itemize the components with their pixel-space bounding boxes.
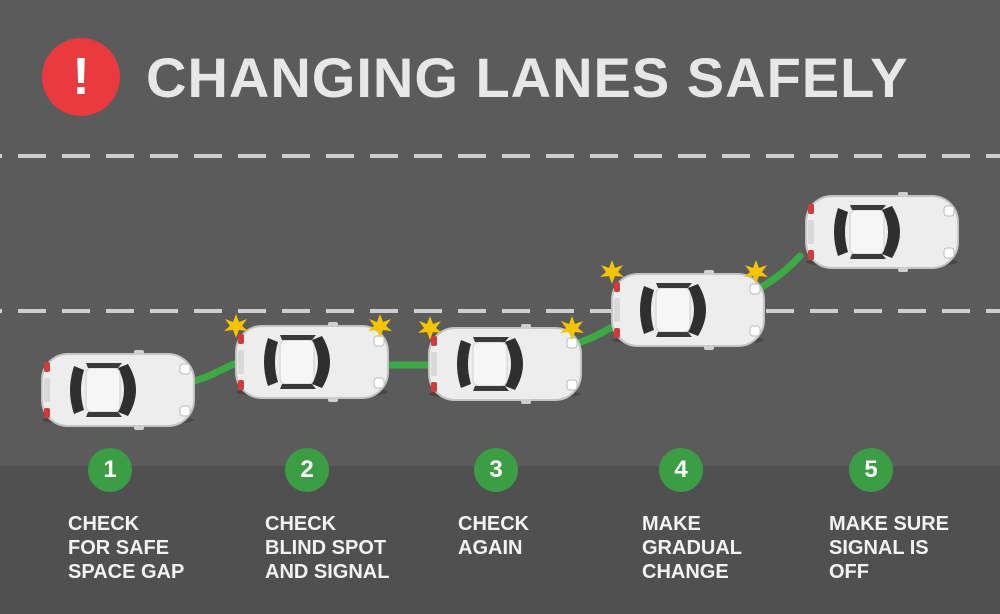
car-step-2: [235, 321, 389, 403]
car-step-4: [611, 269, 765, 351]
lane-divider-top: [0, 154, 1000, 158]
car-step-3: [428, 323, 582, 405]
lane-change-illustration: [41, 191, 959, 431]
step-5-badge: 5: [849, 448, 893, 492]
car-step-1: [41, 349, 195, 431]
step-4-text: MAKE GRADUAL CHANGE: [642, 513, 742, 583]
lane-divider-bottom: [0, 309, 1000, 313]
step-3-badge: 3: [474, 448, 518, 492]
car-step-5: [805, 191, 959, 273]
step-1-text: CHECK FOR SAFE SPACE GAP: [68, 513, 185, 583]
step-5-text: MAKE SURE SIGNAL IS OFF: [829, 513, 950, 583]
title-bar: ! CHANGING LANES SAFELY: [42, 37, 909, 117]
step-4-badge: 4: [659, 448, 703, 492]
step-1-badge: 1: [88, 448, 132, 492]
step-2-badge: 2: [285, 448, 329, 492]
page-title: CHANGING LANES SAFELY: [146, 45, 909, 109]
step-2-text: CHECK BLIND SPOT AND SIGNAL: [265, 513, 390, 583]
exclamation-icon: !: [42, 38, 120, 116]
step-3-text: CHECK AGAIN: [458, 513, 530, 559]
